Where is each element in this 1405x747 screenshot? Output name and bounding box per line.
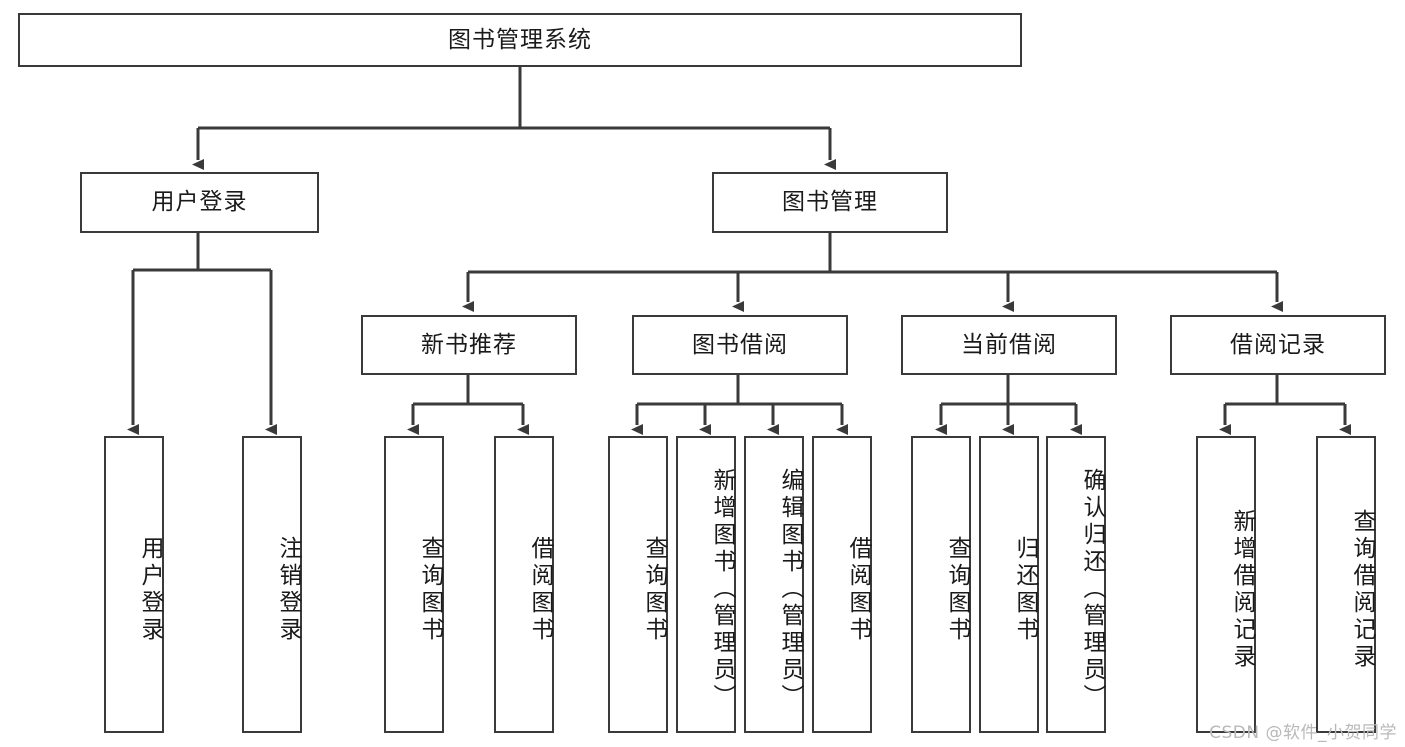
node-root-label: 图书管理系统 (448, 26, 592, 53)
node-borrow-record-label: 借阅记录 (1230, 331, 1326, 358)
node-book-manage[interactable]: 图书管理 (712, 172, 948, 233)
node-leaf-confirm-return-label: 确认归还（管理员） (1079, 468, 1105, 711)
node-leaf-confirm-return[interactable]: 确认归还（管理员） (1046, 436, 1106, 733)
node-current-borrow[interactable]: 当前借阅 (901, 315, 1117, 375)
node-leaf-add-record[interactable]: 新增借阅记录 (1196, 436, 1256, 733)
node-leaf-query-book-3[interactable]: 查询图书 (911, 436, 971, 733)
node-leaf-add-book[interactable]: 新增图书（管理员） (676, 436, 736, 733)
node-leaf-query-book-1-label: 查询图书 (417, 535, 443, 644)
node-leaf-logout-label: 注销登录 (275, 535, 301, 644)
node-leaf-borrow-book-1-label: 借阅图书 (527, 535, 553, 644)
node-leaf-query-record[interactable]: 查询借阅记录 (1316, 436, 1376, 733)
node-leaf-query-book-1[interactable]: 查询图书 (384, 436, 444, 733)
node-leaf-query-record-label: 查询借阅记录 (1349, 508, 1375, 671)
node-leaf-query-book-3-label: 查询图书 (944, 535, 970, 644)
node-leaf-return-book[interactable]: 归还图书 (979, 436, 1039, 733)
node-book-borrow-label: 图书借阅 (692, 331, 788, 358)
node-leaf-user-login[interactable]: 用户登录 (104, 436, 164, 733)
watermark: CSDN @软件_小贺同学 (1209, 723, 1397, 743)
node-current-borrow-label: 当前借阅 (961, 331, 1057, 358)
node-book-borrow[interactable]: 图书借阅 (632, 315, 848, 375)
node-leaf-return-book-label: 归还图书 (1012, 535, 1038, 644)
node-leaf-edit-book[interactable]: 编辑图书（管理员） (744, 436, 804, 733)
node-leaf-user-login-label: 用户登录 (137, 535, 163, 644)
node-leaf-add-record-label: 新增借阅记录 (1229, 508, 1255, 671)
node-leaf-logout[interactable]: 注销登录 (242, 436, 302, 733)
node-leaf-query-book-2-label: 查询图书 (641, 535, 667, 644)
node-root[interactable]: 图书管理系统 (18, 13, 1022, 67)
node-leaf-query-book-2[interactable]: 查询图书 (608, 436, 668, 733)
node-user-login-label: 用户登录 (151, 189, 248, 216)
node-leaf-edit-book-label: 编辑图书（管理员） (777, 468, 803, 711)
node-book-manage-label: 图书管理 (782, 189, 878, 216)
node-user-login[interactable]: 用户登录 (80, 172, 319, 233)
node-leaf-borrow-book-2[interactable]: 借阅图书 (812, 436, 872, 733)
node-new-book-recommend-label: 新书推荐 (421, 331, 517, 358)
node-leaf-add-book-label: 新增图书（管理员） (709, 468, 735, 711)
node-leaf-borrow-book-1[interactable]: 借阅图书 (494, 436, 554, 733)
node-borrow-record[interactable]: 借阅记录 (1170, 315, 1386, 375)
node-new-book-recommend[interactable]: 新书推荐 (361, 315, 577, 375)
node-leaf-borrow-book-2-label: 借阅图书 (845, 535, 871, 644)
